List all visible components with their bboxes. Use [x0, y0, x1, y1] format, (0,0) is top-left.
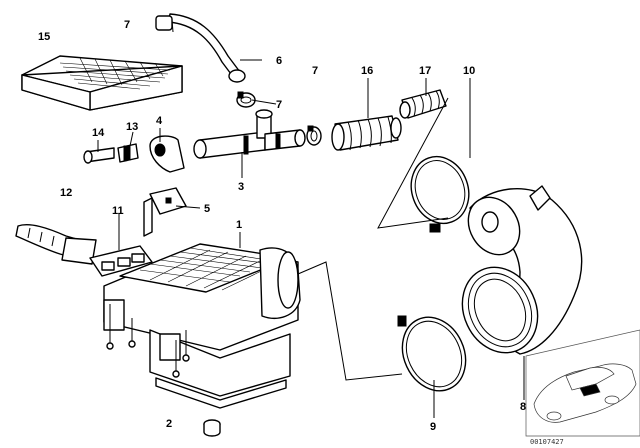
callout-9: 9 [430, 421, 436, 433]
clamp-ring-lower-part [397, 315, 467, 392]
plug-part [83, 147, 115, 164]
grommet-part [203, 419, 221, 437]
sensor-part [117, 143, 139, 163]
image-code: 00107427 [530, 438, 564, 446]
callout-7-middle: 7 [312, 65, 318, 77]
callout-13: 13 [126, 121, 138, 133]
car-locator-thumbnail: 00107427 [525, 329, 640, 446]
bellows-part [331, 115, 402, 151]
hose-clamp-middle-part [306, 125, 322, 146]
callout-4: 4 [156, 115, 163, 127]
callout-7-lower: 7 [276, 99, 282, 111]
connector-block-part [89, 245, 153, 277]
air-filter-element-part [21, 55, 183, 111]
mounting-clip-part [149, 135, 185, 173]
callout-3: 3 [238, 181, 244, 193]
t-pipe-part [193, 109, 306, 159]
hose-clamp-upper-part [236, 91, 256, 108]
callout-11: 11 [112, 205, 124, 217]
callout-1: 1 [236, 219, 242, 231]
callout-12: 12 [60, 187, 72, 199]
callout-6: 6 [276, 55, 282, 67]
small-bellows-part [399, 89, 447, 119]
leader-lines [97, 19, 525, 418]
breather-hose-part [155, 13, 246, 83]
bracket-part [143, 187, 187, 237]
callout-labels: 7 15 6 7 7 16 17 10 13 4 14 3 12 5 11 1 … [38, 19, 526, 433]
callout-2: 2 [166, 418, 172, 430]
wiring-connector-part [15, 224, 97, 265]
callout-5: 5 [204, 203, 210, 215]
callout-14: 14 [92, 127, 105, 139]
callout-7-top: 7 [124, 19, 130, 31]
callout-8: 8 [520, 401, 526, 413]
callout-10: 10 [463, 65, 475, 77]
callout-17: 17 [419, 65, 431, 77]
callout-15: 15 [38, 31, 50, 43]
clamp-ring-upper-part [410, 155, 470, 233]
air-mass-meter-housing-part [103, 243, 301, 409]
intake-boot-part [461, 185, 583, 355]
callout-16: 16 [361, 65, 373, 77]
